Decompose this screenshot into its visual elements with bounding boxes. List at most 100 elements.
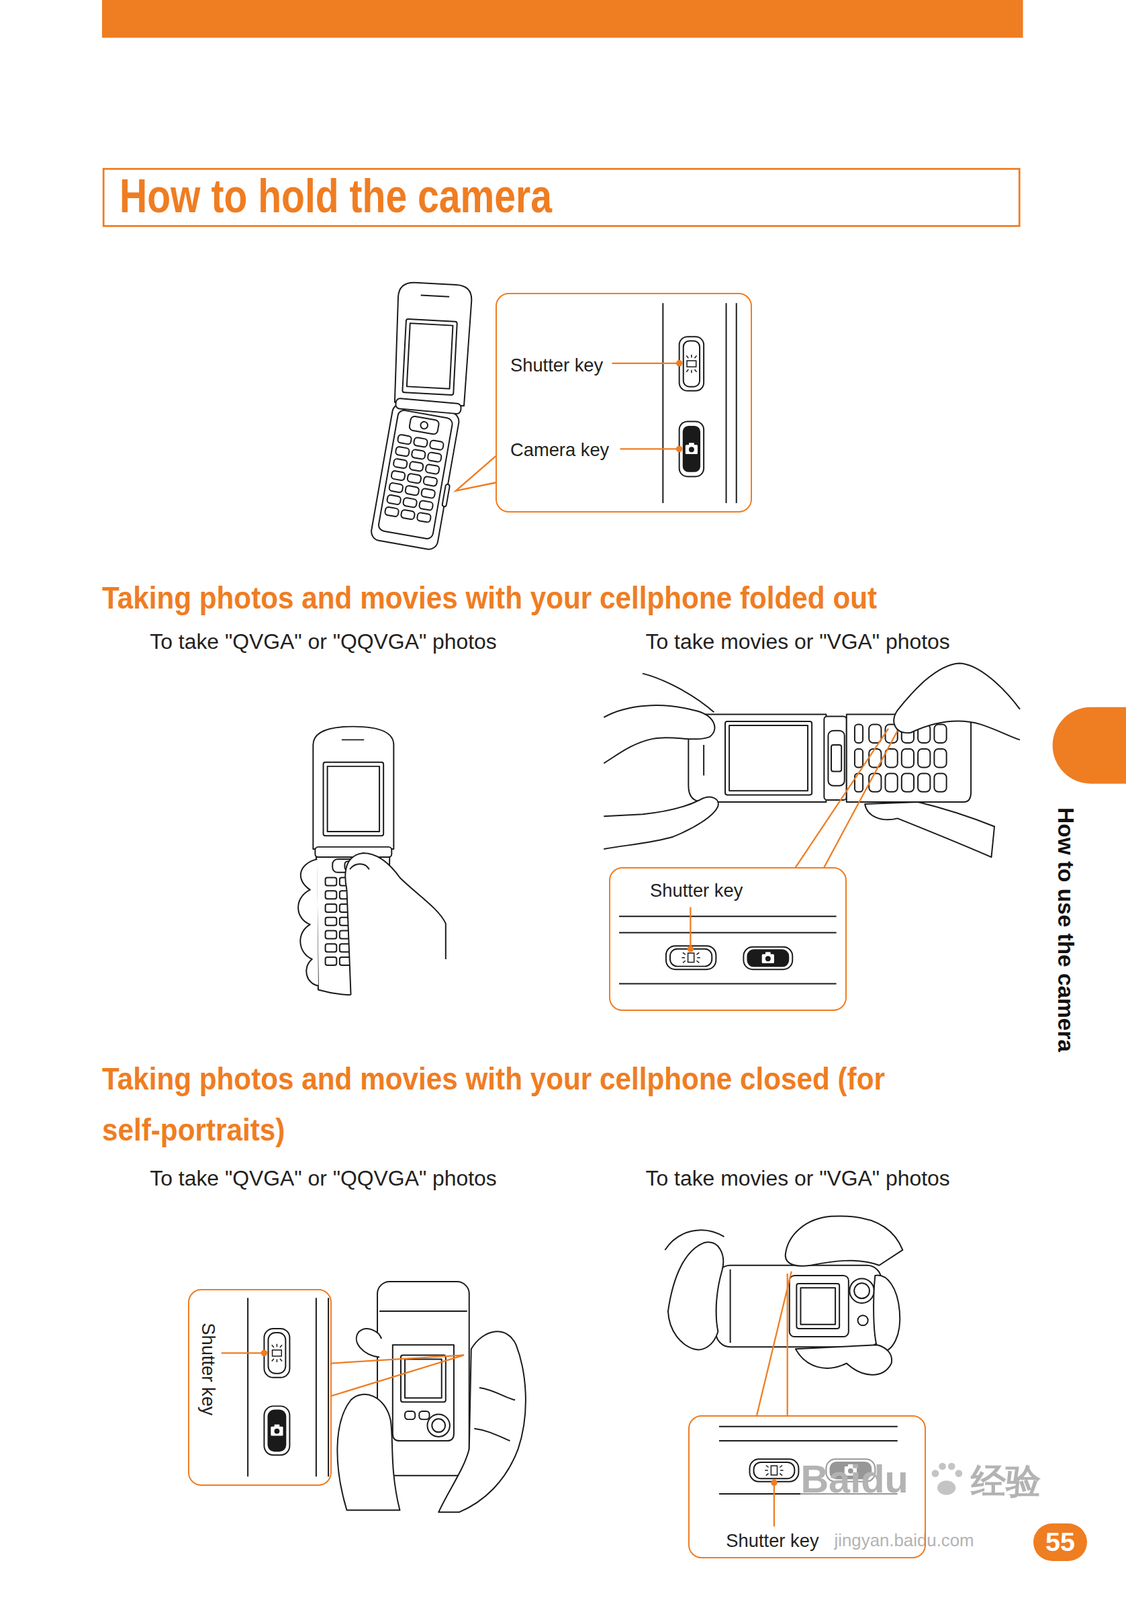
phone-horizontal-two-hands bbox=[854, 748, 863, 767]
phone-closed-two-hands bbox=[873, 1275, 900, 1353]
page-title: How to hold the camera bbox=[119, 168, 552, 225]
phone-closed-one-hand bbox=[418, 1410, 430, 1419]
phone-open-figure bbox=[369, 282, 473, 552]
phone-closed-two-hands bbox=[854, 1282, 870, 1298]
phone-held-one-hand bbox=[323, 762, 385, 836]
phone-open-figure bbox=[392, 282, 473, 407]
key-detail bbox=[749, 1458, 799, 1481]
phone-closed-one-hand bbox=[379, 1309, 468, 1312]
phone-open-figure bbox=[408, 415, 440, 435]
phone-open-figure bbox=[378, 409, 454, 540]
phone-open-figure bbox=[392, 457, 408, 468]
phone-closed-two-hands bbox=[795, 1344, 892, 1374]
phone-horizontal-two-hands bbox=[603, 705, 715, 763]
key-detail bbox=[268, 1409, 287, 1451]
sub-caption: To take "QVGA" or "QQVGA" photos bbox=[149, 1164, 497, 1191]
section-heading: Taking photos and movies with your cellp… bbox=[102, 1053, 949, 1156]
key-detail bbox=[263, 1405, 290, 1455]
phone-closed-one-hand bbox=[337, 1281, 526, 1512]
section-heading: Taking photos and movies with your cellp… bbox=[102, 580, 877, 618]
phone-closed-two-hands bbox=[664, 1215, 903, 1374]
phone-open-figure bbox=[406, 473, 422, 484]
callout-label: Shutter key bbox=[649, 879, 743, 902]
key-detail bbox=[762, 951, 775, 963]
watermark-paw bbox=[938, 1462, 947, 1470]
key-detail bbox=[747, 949, 789, 966]
phone-open-figure bbox=[416, 512, 432, 523]
callout-label: Camera key bbox=[510, 439, 609, 462]
leader-line bbox=[611, 360, 682, 452]
phone-held-one-hand bbox=[325, 929, 338, 938]
callout-pointer bbox=[756, 1271, 792, 1415]
phone-held-one-hand bbox=[298, 858, 319, 985]
callout-box: Shutter keyCamera key bbox=[495, 292, 752, 513]
phone-open-figure bbox=[425, 463, 440, 475]
phone-held-one-hand bbox=[325, 876, 338, 885]
leader-line bbox=[676, 446, 682, 452]
watermark-paw bbox=[948, 1462, 956, 1470]
key-detail bbox=[619, 915, 837, 983]
callout-pointer bbox=[455, 455, 496, 491]
key-detail bbox=[679, 420, 704, 477]
sub-caption: To take movies or "VGA" photos bbox=[645, 628, 951, 654]
phone-horizontal-two-hands bbox=[901, 748, 914, 767]
key-detail bbox=[662, 302, 736, 503]
phone-closed-one-hand bbox=[356, 1328, 382, 1357]
watermark: Baidu bbox=[800, 1455, 908, 1503]
key-detail bbox=[271, 1343, 283, 1362]
phone-open-figure bbox=[397, 434, 413, 445]
phone-horizontal-two-hands bbox=[725, 721, 812, 795]
phone-held-one-hand bbox=[327, 766, 380, 832]
phone-horizontal-two-hands bbox=[603, 796, 719, 849]
phone-held-one-hand bbox=[314, 846, 392, 857]
key-detail bbox=[743, 946, 793, 969]
leader-line bbox=[689, 907, 691, 949]
leader-line bbox=[261, 1350, 267, 1355]
phone-open-figure bbox=[427, 451, 442, 462]
watermark: jingyan.baidu.com bbox=[834, 1529, 975, 1551]
top-bar bbox=[102, 0, 1024, 38]
key-detail bbox=[666, 945, 716, 969]
phone-open-figure bbox=[369, 402, 461, 551]
phone-open-figure bbox=[392, 282, 473, 407]
phone-horizontal-two-hands bbox=[893, 662, 1020, 740]
phone-horizontal-two-hands bbox=[868, 724, 881, 743]
callout-label: Shutter key bbox=[510, 354, 603, 377]
phone-horizontal-two-hands bbox=[702, 744, 705, 776]
phone-open-figure bbox=[420, 420, 429, 430]
phone-open-figure bbox=[386, 494, 402, 505]
leader-line bbox=[773, 1483, 775, 1527]
phone-open-figure bbox=[388, 482, 404, 493]
key-detail bbox=[662, 302, 736, 503]
phone-horizontal-two-hands bbox=[868, 773, 881, 792]
callout-box: Shutter key bbox=[688, 1414, 926, 1558]
phone-open-figure bbox=[400, 508, 416, 520]
phone-horizontal-two-hands bbox=[823, 715, 847, 800]
phone-closed-two-hands bbox=[849, 1277, 874, 1302]
phone-open-figure bbox=[402, 497, 418, 508]
phone-horizontal-two-hands bbox=[933, 773, 947, 792]
phone-closed-one-hand bbox=[431, 1418, 446, 1432]
phone-horizontal-two-hands bbox=[831, 744, 842, 771]
key-detail bbox=[263, 1328, 290, 1378]
phone-held-one-hand bbox=[325, 903, 338, 912]
phone-horizontal-two-hands bbox=[603, 662, 1020, 857]
phone-open-figure bbox=[395, 445, 411, 456]
key-detail bbox=[268, 1332, 287, 1374]
phone-open-figure bbox=[418, 500, 434, 511]
phone-closed-one-hand bbox=[474, 1387, 515, 1441]
phone-closed-two-hands bbox=[715, 1264, 881, 1347]
key-detail bbox=[681, 952, 700, 963]
phone-held-one-hand bbox=[298, 726, 446, 1000]
phone-horizontal-two-hands bbox=[854, 724, 863, 743]
phone-horizontal-two-hands bbox=[917, 748, 930, 767]
phone-held-one-hand bbox=[349, 863, 370, 869]
phone-open-figure bbox=[411, 449, 427, 460]
key-detail bbox=[683, 426, 700, 472]
phone-horizontal-two-hands bbox=[933, 724, 947, 743]
phone-horizontal-two-hands bbox=[827, 730, 844, 786]
phone-open-figure bbox=[423, 476, 438, 487]
phone-horizontal-two-hands bbox=[864, 801, 995, 857]
